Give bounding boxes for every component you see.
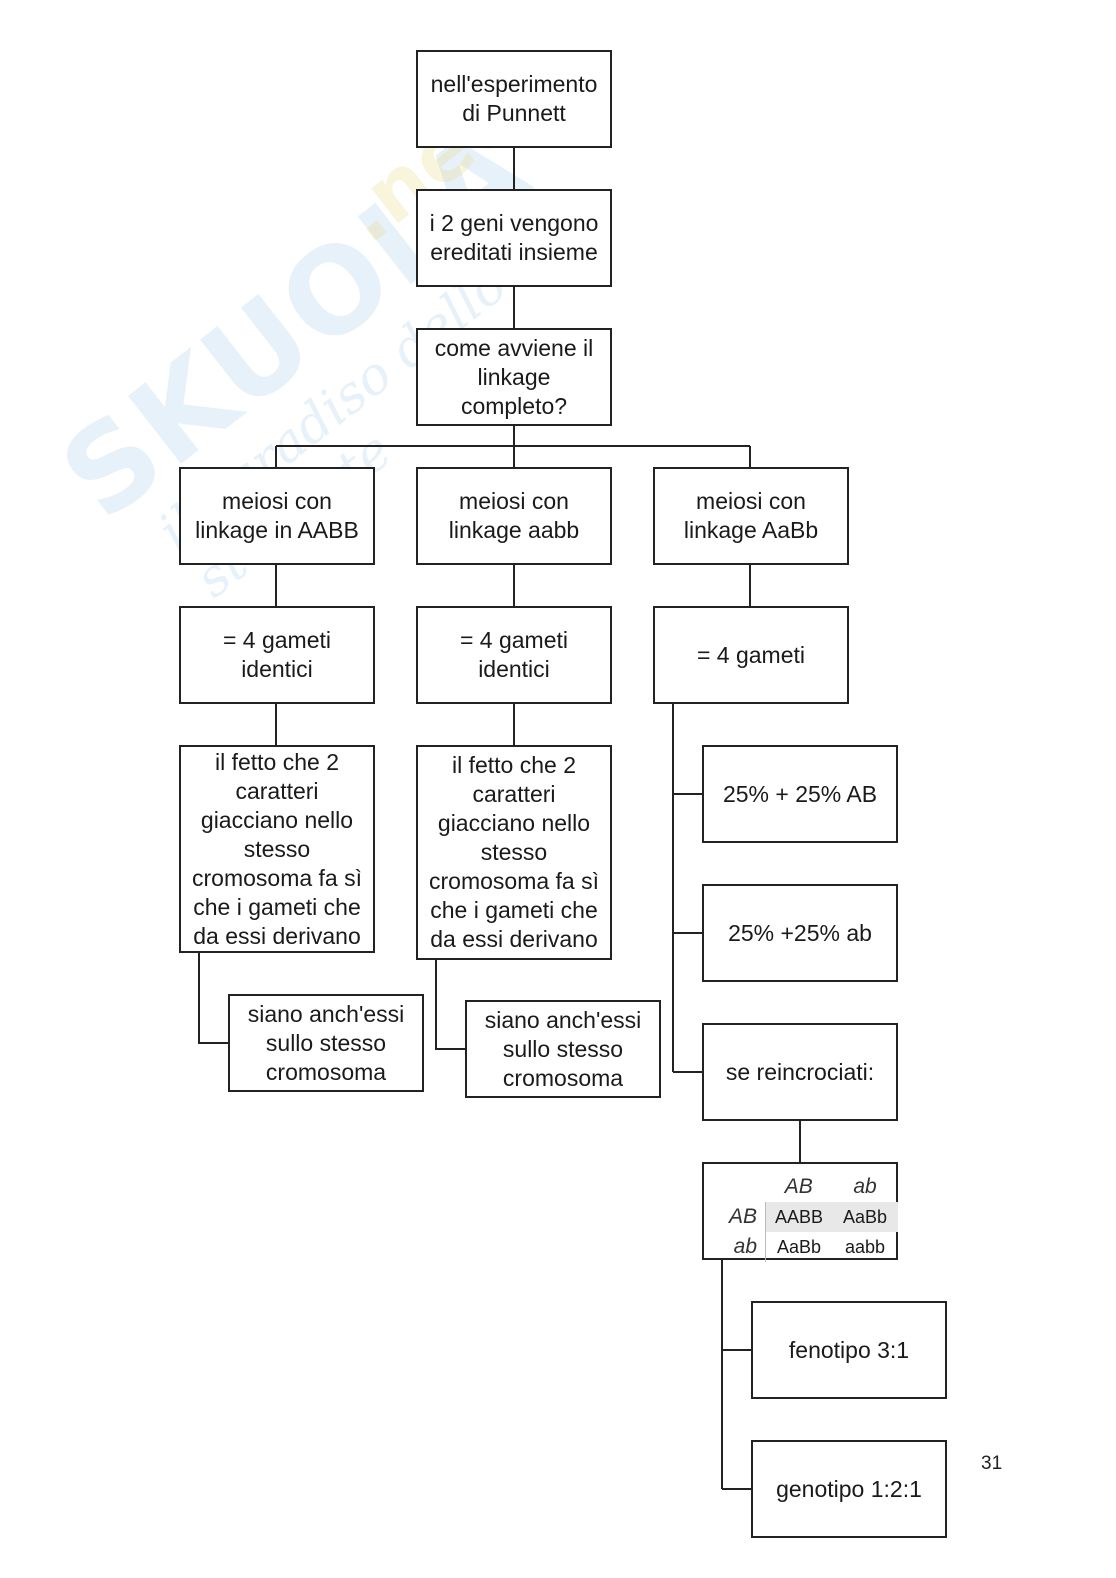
node-meiosi-AABB: meiosi con linkage in AABB [179,467,375,565]
node-pct-AB: 25% + 25% AB [702,745,898,843]
punnett-square-table: AB ab AB AABB AaBb ab AaBb aabb [709,1172,899,1262]
node-siano-2: siano anch'essi sullo stesso cromosoma [465,1000,661,1098]
connector-fatto1-siano1 [198,953,228,1044]
row-header: AB [709,1202,766,1232]
node-pct-ab: 25% +25% ab [702,884,898,982]
col-header: ab [853,1175,877,1198]
node-meiosi-AaBb: meiosi con linkage AaBb [653,467,849,565]
table-cell: AaBb [776,1236,822,1257]
table-cell: aabb [844,1236,886,1257]
node-fatto-2: il fetto che 2 caratteri giacciano nello… [416,745,612,960]
node-siano-1: siano anch'essi sullo stesso cromosoma [228,994,424,1092]
table-cell: AABB [765,1202,832,1232]
table-cell: AaBb [832,1202,898,1232]
node-reincrociati: se reincrociati: [702,1023,898,1121]
row-header: ab [709,1232,766,1262]
connector-fatto2-siano2 [435,960,465,1050]
node-genotipo: genotipo 1:2:1 [751,1440,947,1538]
node-geni-insieme: i 2 geni vengono ereditati insieme [416,189,612,287]
node-gameti-identici-2: = 4 gameti identici [416,606,612,704]
node-punnett: nell'esperimento di Punnett [416,50,612,148]
col-header: AB [784,1175,813,1198]
node-gameti-4: = 4 gameti [653,606,849,704]
node-linkage-completo: come avviene il linkage completo? [416,328,612,426]
node-gameti-identici-1: = 4 gameti identici [179,606,375,704]
node-fenotipo: fenotipo 3:1 [751,1301,947,1399]
node-fatto-1: il fetto che 2 caratteri giacciano nello… [179,745,375,953]
page-number: 31 [981,1453,1003,1474]
node-meiosi-aabb: meiosi con linkage aabb [416,467,612,565]
corner-cell [709,1172,766,1202]
